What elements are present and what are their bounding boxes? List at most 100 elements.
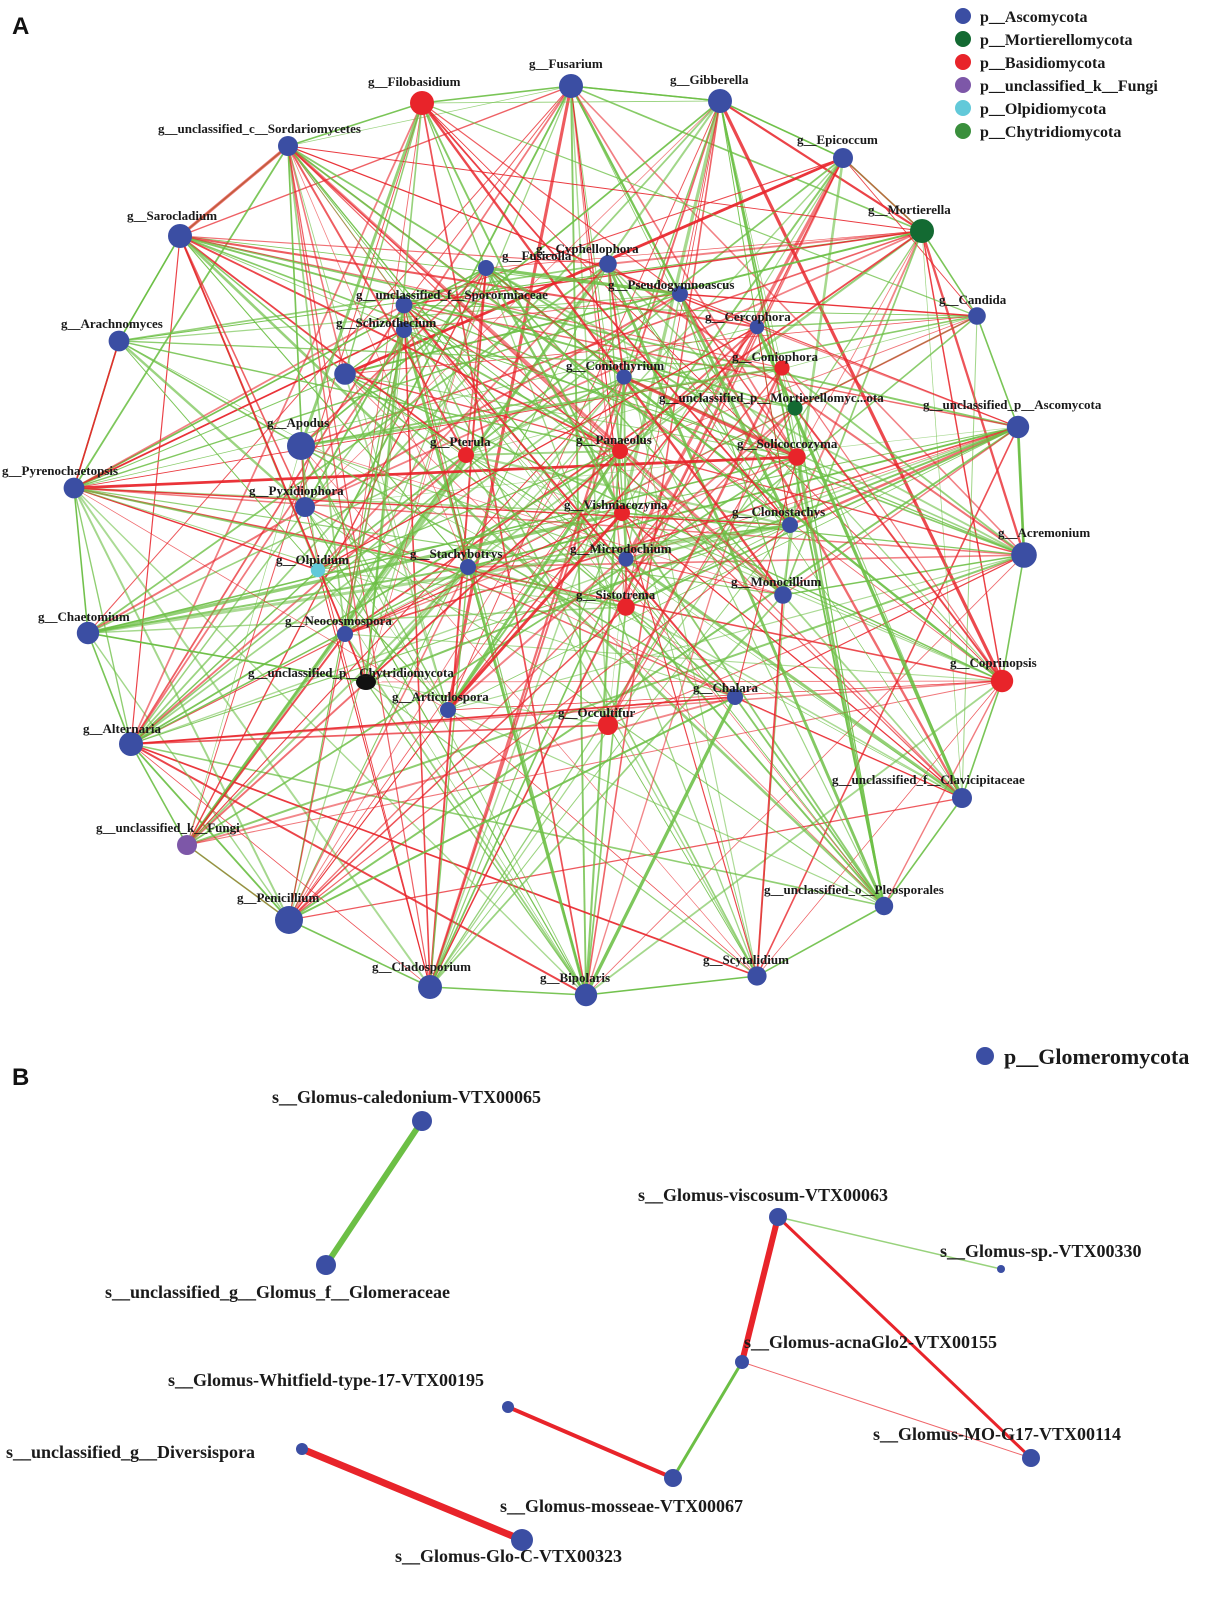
network-edge <box>625 293 681 560</box>
network-edge <box>118 340 319 571</box>
network-edge <box>287 145 469 568</box>
network-edge <box>679 293 978 317</box>
network-edge <box>130 743 290 921</box>
node-vishniacozyma <box>614 505 630 521</box>
network-edge <box>287 145 346 375</box>
network-edge <box>73 487 736 698</box>
network-edge <box>403 293 681 331</box>
node-sp330 <box>997 1265 1005 1273</box>
network-edge <box>782 426 1019 596</box>
network-edge <box>288 919 431 988</box>
node-label-coprinopsis: g__Coprinopsis <box>950 655 1037 670</box>
node-sporormia <box>395 296 413 314</box>
network-edge <box>179 235 1019 428</box>
node-microdochium <box>618 551 634 567</box>
node-label-alternaria: g__Alternaria <box>83 721 161 736</box>
network-edge <box>842 157 923 232</box>
network-edge <box>796 230 923 458</box>
network-edge <box>623 375 798 459</box>
network-edge <box>741 1361 1032 1459</box>
network-edge <box>73 455 798 490</box>
network-edge <box>365 566 469 683</box>
network-edge <box>585 554 1025 996</box>
network-edge <box>585 975 758 996</box>
network-edge <box>794 407 1003 682</box>
network-edge <box>465 454 627 608</box>
node-acnaglo2 <box>735 1355 749 1369</box>
network-edge <box>621 512 963 799</box>
legend-label: p__unclassified_k__Fungi <box>980 78 1158 95</box>
network-edge <box>118 340 736 698</box>
network-edge <box>465 267 487 456</box>
network-edge <box>300 366 783 448</box>
network-edge <box>447 709 885 907</box>
network-edge <box>300 445 627 560</box>
node-unc_divers <box>296 1443 308 1455</box>
network-edge <box>73 340 120 489</box>
network-edge <box>465 454 1003 682</box>
network-edge <box>344 102 423 375</box>
node-cyphellophora <box>599 255 617 273</box>
network-edge <box>403 329 736 698</box>
node-label-sporormia: g__unclassified_f__Sporormiaceae <box>356 287 548 302</box>
network-edge <box>365 681 587 996</box>
network-edge <box>344 329 405 635</box>
network-edge <box>73 293 681 489</box>
network-edge <box>179 235 367 683</box>
network-edge <box>585 680 1003 996</box>
network-edge <box>365 450 621 683</box>
network-edge <box>287 145 627 608</box>
network-edge <box>300 1445 524 1544</box>
network-edge <box>186 633 346 846</box>
network-edge <box>619 450 784 596</box>
node-label-caledonium: s__Glomus-caledonium-VTX00065 <box>272 1087 541 1107</box>
network-edge <box>756 905 885 977</box>
node-label-schizothecium: g__Schizothecium <box>336 315 437 330</box>
node-label-sistotrema: g__Sistotrema <box>576 587 656 602</box>
panel-a-edges <box>73 85 1026 996</box>
node-pterula <box>458 447 474 463</box>
network-edge <box>421 102 758 977</box>
network-edge <box>756 426 1019 977</box>
network-edge <box>365 681 758 977</box>
panel-b-network: B p__Glomeromycota s__Glomus-caledonium-… <box>6 1044 1189 1566</box>
network-edge <box>429 450 621 988</box>
node-schizothecium <box>396 322 412 338</box>
node-mog17 <box>1022 1449 1040 1467</box>
network-edge <box>73 487 132 745</box>
node-acremonium <box>1011 542 1037 568</box>
network-edge <box>87 632 609 726</box>
network-edge <box>179 235 469 568</box>
node-candida <box>968 307 986 325</box>
network-edge <box>87 456 798 634</box>
node-monocillium <box>774 586 792 604</box>
network-edge <box>429 986 587 996</box>
network-edge <box>300 445 784 596</box>
legend-marker <box>955 123 971 139</box>
network-edge <box>317 569 449 711</box>
legend-label: p__Chytridiomycota <box>980 124 1121 141</box>
network-edge <box>317 326 758 571</box>
network-edge <box>625 524 791 608</box>
node-pleosporales <box>874 896 894 916</box>
network-edge <box>288 267 487 921</box>
node-label-occultifur: g__Occultifur <box>558 705 635 720</box>
network-edge <box>300 445 449 711</box>
legend-label: p__Mortierellomycota <box>980 32 1133 49</box>
network-edge <box>507 1405 674 1480</box>
network-edge <box>87 566 469 634</box>
network-edge <box>344 373 449 711</box>
node-pyxidiophora <box>295 497 315 517</box>
node-label-mog17: s__Glomus-MO-G17-VTX00114 <box>873 1424 1121 1444</box>
network-edge <box>287 145 923 232</box>
node-sistotrema <box>617 598 635 616</box>
network-edge <box>288 709 449 921</box>
network-edge <box>446 512 624 711</box>
network-edge <box>344 456 798 635</box>
node-viscosum <box>769 1208 787 1226</box>
network-edge <box>304 506 885 907</box>
network-edge <box>465 450 621 456</box>
node-sordario <box>278 136 298 156</box>
network-edge <box>734 696 885 907</box>
